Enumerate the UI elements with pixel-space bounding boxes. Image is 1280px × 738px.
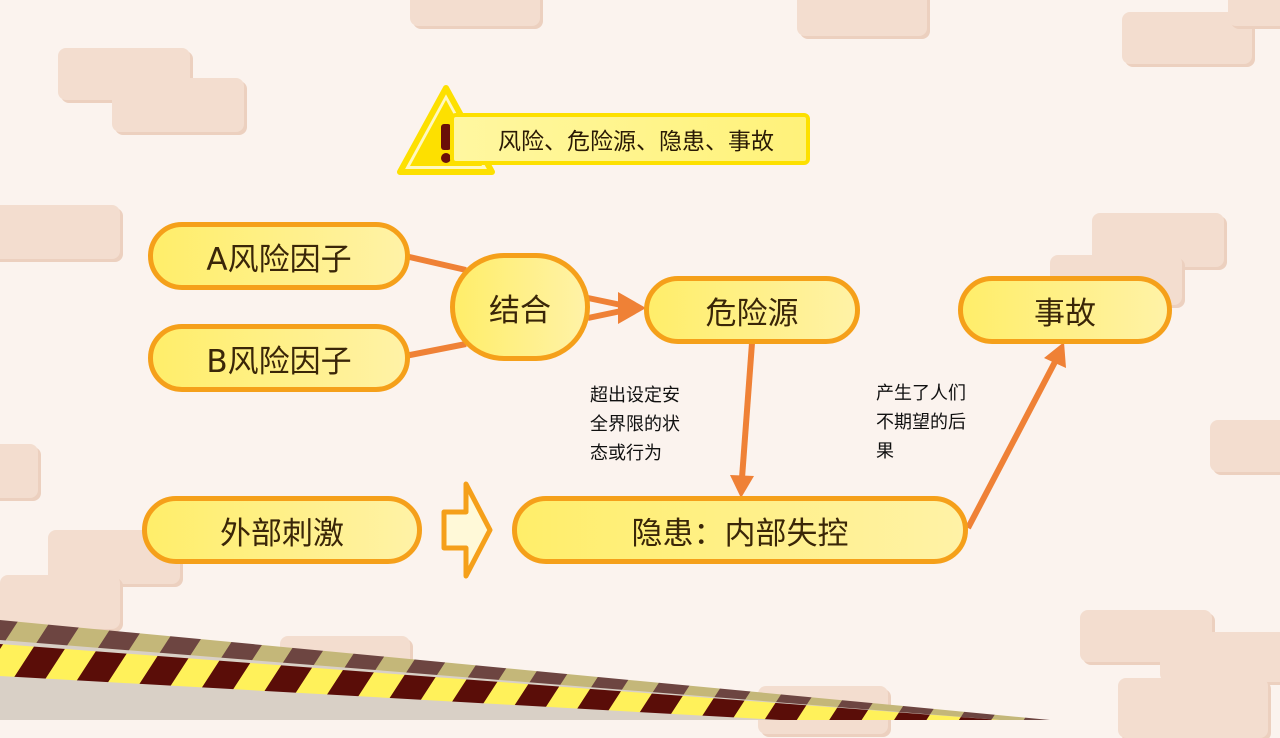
hollow-right-arrow-icon [441, 481, 493, 579]
node-hazard-source-label: 危险源 [705, 295, 799, 332]
background-brick [112, 78, 244, 132]
arrow-hazard-to-hidden-danger [730, 342, 755, 498]
node-hidden-danger: 隐患：内部失控 [512, 496, 968, 564]
diagram-title-text: 风险、危险源、隐患、事故 [498, 129, 774, 155]
background-brick [1228, 0, 1280, 26]
node-hidden-danger-label: 隐患：内部失控 [631, 515, 849, 552]
diagram-connectors [0, 85, 1066, 720]
node-external-stimulus: 外部刺激 [142, 496, 422, 564]
background-brick [410, 0, 540, 26]
node-risk-factor-b: B风险因子 [148, 324, 410, 392]
node-accident-label: 事故 [1034, 295, 1096, 332]
background-brick [797, 0, 927, 36]
node-hazard-source: 危险源 [644, 276, 860, 344]
connector-a-to-combine [404, 253, 467, 273]
node-risk-factor-a-label: A风险因子 [206, 241, 352, 278]
connector-b-to-combine [404, 341, 467, 359]
arrow-hidden-danger-to-accident [965, 342, 1066, 530]
caution-tape [0, 620, 1050, 720]
note-hidden-danger-to-accident: 产生了人们 不期望的后 果 [876, 383, 966, 462]
background-brick [1160, 632, 1280, 682]
background-brick [0, 444, 38, 498]
node-risk-factor-b-label: B风险因子 [206, 343, 352, 380]
node-combine: 结合 [450, 253, 590, 361]
arrow-combine-to-hazard [587, 292, 646, 324]
node-risk-factor-a: A风险因子 [148, 222, 410, 290]
note-hazard-to-hidden-danger: 超出设定安 全界限的状 态或行为 [590, 385, 680, 464]
node-external-stimulus-label: 外部刺激 [220, 515, 344, 552]
node-combine-label: 结合 [489, 292, 551, 329]
background-brick [0, 575, 120, 629]
node-accident: 事故 [958, 276, 1172, 344]
background-brick [1210, 420, 1280, 472]
background-brick [0, 205, 120, 259]
diagram-title: 风险、危险源、隐患、事故 [450, 113, 810, 165]
